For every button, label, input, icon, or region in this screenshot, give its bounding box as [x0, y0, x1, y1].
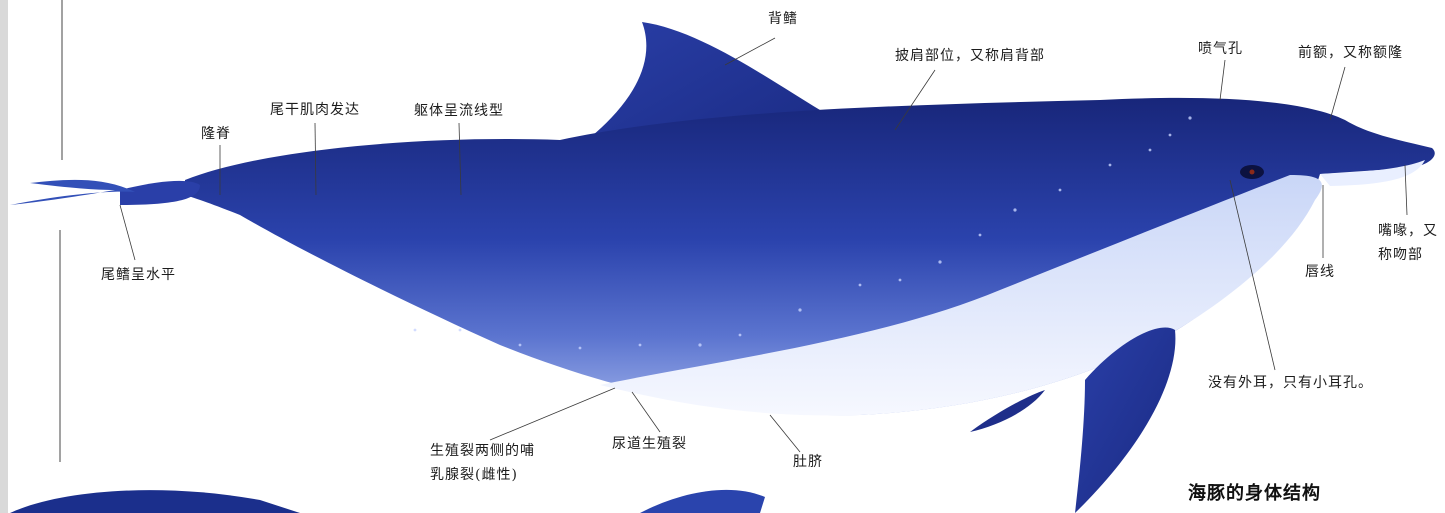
label-navel: 肚脐 [793, 454, 823, 470]
label-body-shape: 躯体呈流线型 [414, 103, 504, 119]
label-mammary-line2: 乳腺裂(雌性) [430, 467, 518, 483]
tail-stock [120, 180, 200, 205]
eye-pupil [1249, 169, 1255, 175]
leader-ear [1229, 179, 1276, 371]
leader-blowhole [1219, 59, 1226, 101]
label-fluke: 尾鳍呈水平 [101, 267, 176, 283]
body-spots [413, 116, 1192, 350]
label-urogenital: 尿道生殖裂 [612, 436, 687, 452]
pelvic-fin-rear [970, 390, 1045, 432]
label-beak-line1: 嘴喙，又 [1378, 223, 1438, 239]
lower-dolphin-left [10, 490, 300, 513]
diagram-title: 海豚的身体结构 [1188, 483, 1321, 504]
leader-tail-muscle [314, 122, 317, 196]
label-blowhole: 喷气孔 [1198, 41, 1243, 57]
label-dorsal-fin: 背鳍 [768, 11, 798, 27]
label-ear: 没有外耳，只有小耳孔。 [1208, 375, 1373, 391]
leader-mammary [489, 387, 616, 441]
beak-lower [1320, 160, 1425, 186]
label-beak-line2: 称吻部 [1378, 247, 1423, 263]
leader-beak [1404, 164, 1408, 216]
leader-body-shape [458, 122, 462, 196]
leader-shoulder [894, 69, 936, 131]
tail-fluke [10, 179, 135, 205]
leader-fluke [119, 204, 136, 261]
label-lip-line: 唇线 [1305, 264, 1335, 280]
label-melon: 前额，又称额隆 [1298, 45, 1403, 61]
dolphin-belly [600, 175, 1322, 416]
leader-melon [1329, 66, 1346, 121]
label-tail-muscle: 尾干肌肉发达 [270, 102, 360, 118]
leader-urogenital [631, 391, 661, 433]
label-ridge: 隆脊 [201, 126, 231, 142]
pectoral-fin [1075, 327, 1176, 513]
label-mammary-line1: 生殖裂两侧的哺 [430, 443, 535, 459]
page-binding-edge [0, 0, 8, 513]
lower-dolphin-right [640, 489, 765, 513]
leader-dorsal-fin [724, 37, 776, 66]
leader-navel [769, 414, 801, 453]
label-shoulder: 披肩部位，又称肩背部 [895, 48, 1045, 64]
